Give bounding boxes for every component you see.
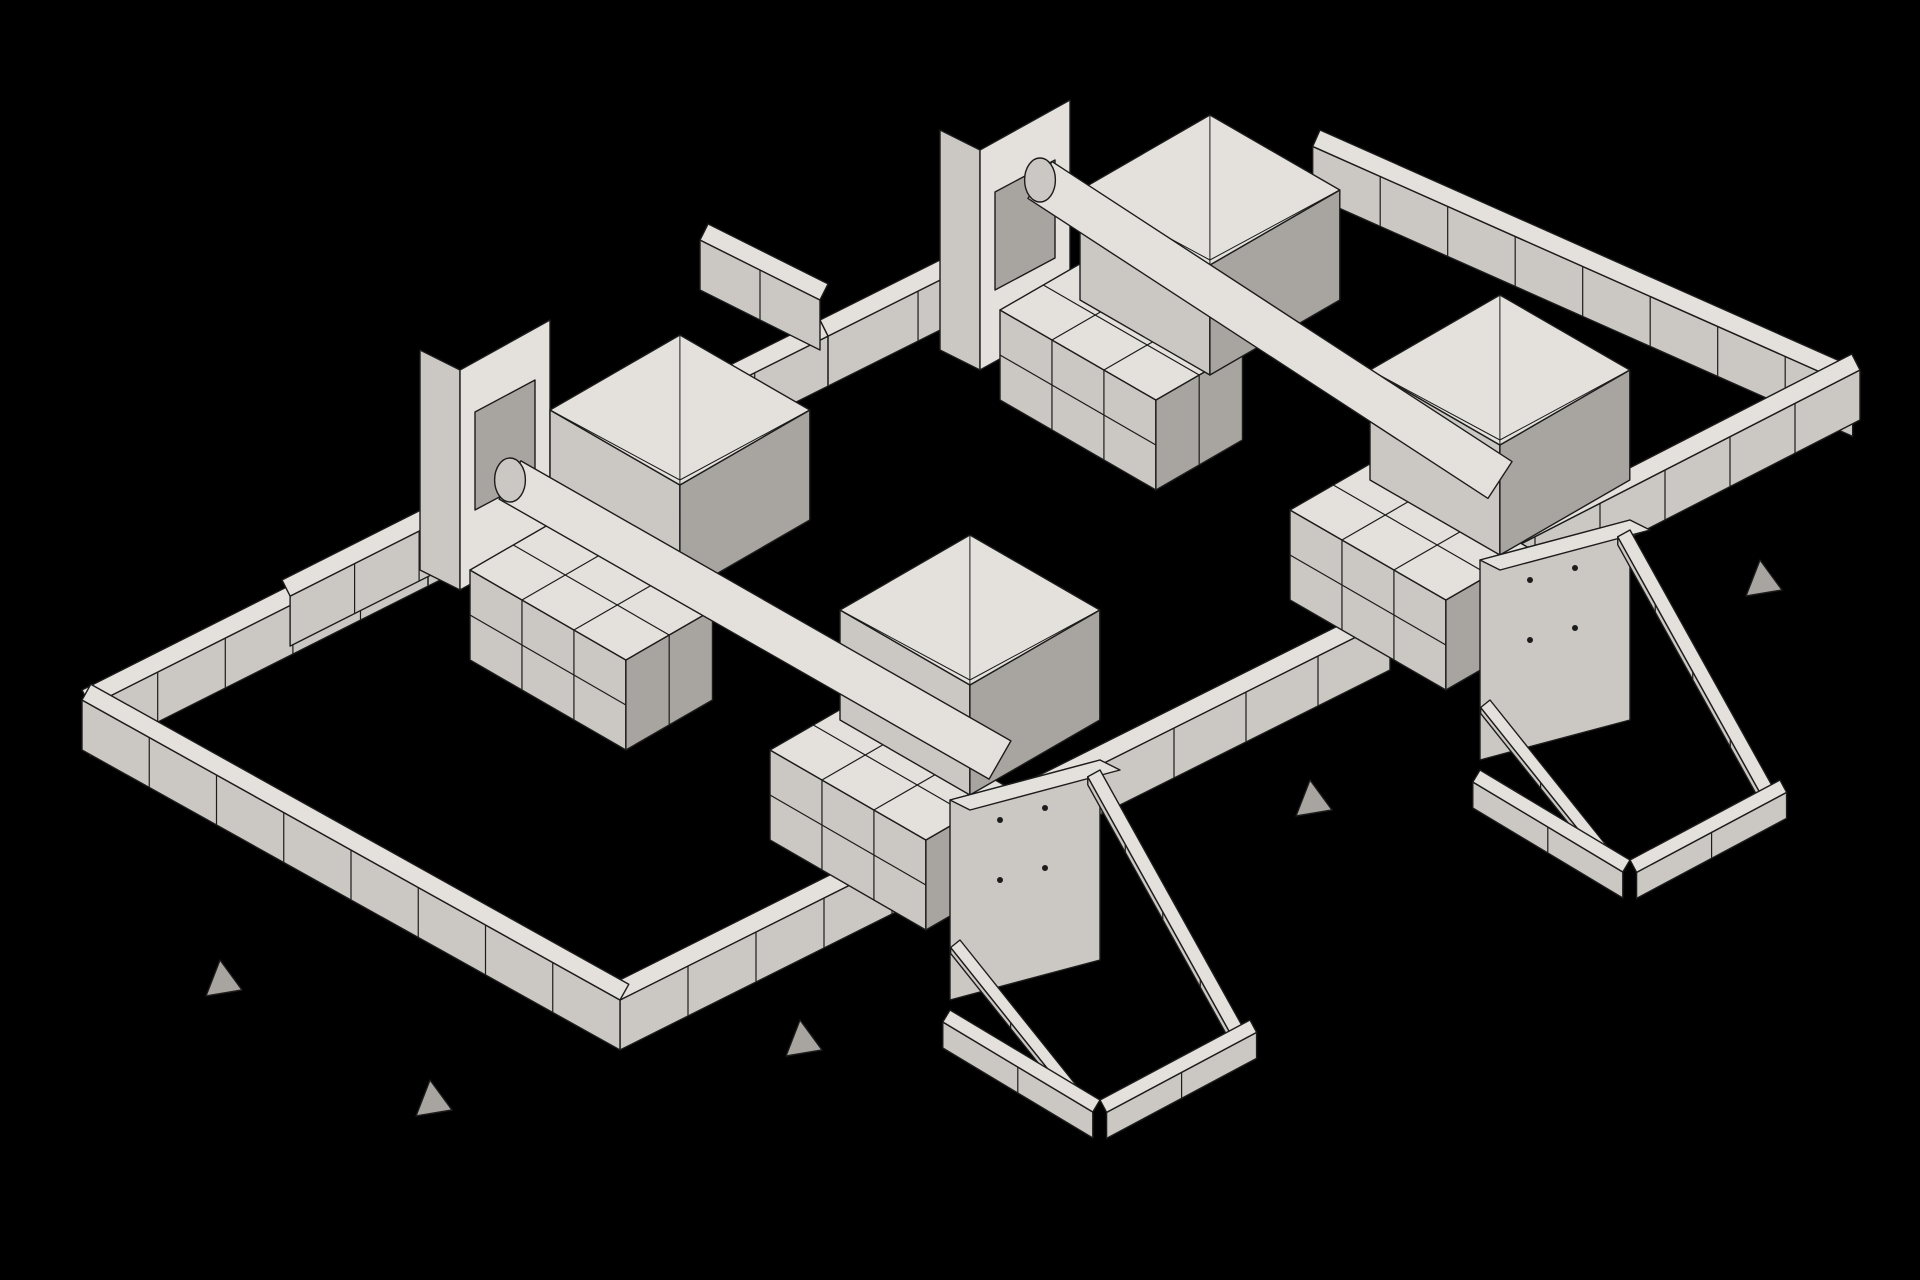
left-assembly-crate-rear-bar — [513, 544, 670, 636]
left-assembly-hopper-front-seam — [969, 609, 1101, 681]
frame-beam-10-top — [699, 223, 829, 301]
frame-beam-8 — [81, 683, 630, 1051]
left-assembly-tower-bolt — [997, 877, 1003, 883]
right-assembly-hopper-front-seam — [1369, 369, 1501, 441]
right-assembly-hopper-rear-seam — [1209, 189, 1341, 261]
right-assembly-tower-bolt — [1527, 577, 1533, 583]
left-assembly-tower-cap — [949, 759, 1121, 811]
right-assembly — [939, 99, 1788, 900]
left-assembly — [419, 319, 1258, 1140]
right-assembly-crate-rear — [999, 259, 1244, 491]
gusset-foot — [1295, 779, 1333, 817]
left-assembly-shaft — [493, 457, 1012, 780]
left-assembly-crate-rear — [469, 519, 714, 751]
left-assembly-crate-front-bar — [813, 724, 970, 816]
left-assembly-tower-base-a — [942, 1009, 1101, 1139]
gusset-foot — [415, 1079, 453, 1117]
frame-beam-8-top — [81, 683, 630, 1001]
right-assembly-tower-cap — [1479, 519, 1651, 571]
right-assembly-crate-rear-bar — [999, 354, 1157, 446]
left-assembly-tower-bolt — [997, 817, 1003, 823]
left-assembly-hopper-rear-seam — [549, 409, 681, 481]
left-assembly-tower-brace — [1087, 769, 1251, 1056]
right-assembly-tower-base-a — [1472, 769, 1631, 899]
right-assembly-tower-base-a-top — [1472, 769, 1631, 873]
right-assembly-crate-rear-bar — [1043, 284, 1200, 376]
frame-beam-10 — [699, 223, 829, 351]
gusset-foot — [1745, 559, 1783, 597]
right-assembly-tower-base-b-top — [1629, 779, 1788, 874]
gusset-foot — [205, 959, 243, 997]
left-assembly-column — [419, 319, 551, 591]
right-assembly-crate-front-bar — [1289, 554, 1447, 646]
left-assembly-hopper-rear — [549, 334, 811, 596]
left-assembly-tower-base-a-top — [942, 1009, 1101, 1113]
left-assembly-tower-base-b-top — [1099, 1019, 1258, 1114]
left-assembly-hopper-rear-seam — [679, 409, 811, 481]
right-assembly-shaft-end — [1023, 157, 1057, 203]
left-assembly-tower-bolt — [1042, 865, 1048, 871]
left-assembly-tower-base-b — [1099, 1019, 1258, 1140]
right-assembly-shaft — [1023, 157, 1513, 500]
right-assembly-hopper-front-seam — [1499, 369, 1631, 441]
right-assembly-tower — [1472, 519, 1788, 900]
left-assembly-hopper-front-seam — [839, 609, 971, 681]
left-assembly-shaft-end — [493, 457, 527, 503]
right-assembly-tower-base-b — [1629, 779, 1788, 900]
gusset-foot — [785, 1019, 823, 1057]
left-assembly-tower-brace-top — [1087, 769, 1251, 1048]
left-assembly-column-face — [419, 349, 461, 591]
left-assembly-crate-rear-bar — [469, 614, 627, 706]
hopper-assemblies — [419, 99, 1788, 1140]
left-assembly-crate-front-bar — [769, 794, 927, 886]
right-assembly-column-face — [939, 129, 981, 371]
right-assembly-crate-front-bar — [1333, 484, 1490, 576]
right-assembly-tower-bolt — [1572, 625, 1578, 631]
left-assembly-tower — [942, 759, 1258, 1140]
left-assembly-tower-bolt — [1042, 805, 1048, 811]
right-assembly-tower-bolt — [1527, 637, 1533, 643]
right-assembly-tower-bolt — [1572, 565, 1578, 571]
